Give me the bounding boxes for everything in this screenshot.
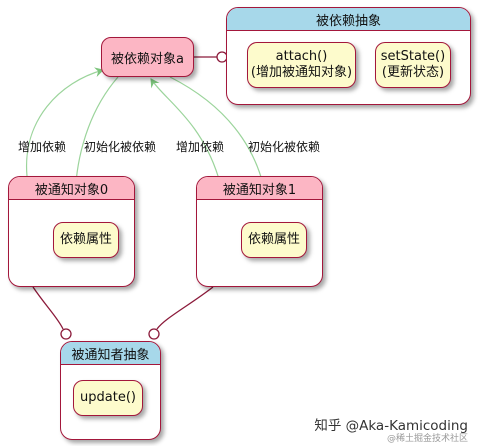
setstate-name: setState()	[380, 49, 446, 64]
edge-label-init-dep-left: 初始化被依赖	[84, 140, 157, 154]
edge-add-dep-left	[25, 67, 104, 177]
edge-label-init-dep-right: 初始化被依赖	[248, 140, 321, 154]
edge-notif1-to-notifier	[156, 286, 214, 330]
notified-0-dependency: 依赖属性	[53, 222, 119, 258]
update-method: update()	[73, 380, 143, 416]
notified-1-title: 被通知对象1	[197, 177, 322, 200]
state-dependent-a: 被依赖对象a	[101, 37, 194, 77]
edge-add-dep-right	[150, 78, 219, 177]
setstate-method: setState() (更新状态)	[375, 42, 451, 88]
notifier-abstract-title: 被通知者抽象	[61, 342, 160, 365]
update-method-label: update()	[80, 390, 136, 405]
state-dependent-a-label: 被依赖对象a	[111, 51, 184, 67]
notified-0-dependency-label: 依赖属性	[59, 232, 112, 247]
notified-1-dependency: 依赖属性	[241, 222, 307, 258]
interface-circle-notifier-right	[148, 328, 160, 340]
interface-circle-notifier-left	[60, 328, 72, 340]
watermark-zhihu: 知乎 @Aka-Kamicoding	[314, 418, 468, 434]
attach-name: attach()	[275, 49, 328, 64]
state-notifier-abstract: 被通知者抽象 update()	[60, 341, 161, 440]
edge-label-add-dep-right: 增加依赖	[176, 140, 225, 154]
state-notified-1: 被通知对象1 依赖属性	[196, 176, 323, 287]
edge-label-add-dep-left: 增加依赖	[18, 140, 67, 154]
dependent-abstract-title: 被依赖抽象	[227, 8, 470, 31]
setstate-desc: (更新状态)	[381, 65, 445, 80]
notified-1-dependency-label: 依赖属性	[247, 232, 300, 247]
state-notified-0: 被通知对象0 依赖属性	[8, 176, 135, 287]
state-dependent-abstract: 被依赖抽象 attach() (增加被通知对象) setState() (更新状…	[226, 7, 471, 105]
attach-desc: (增加被通知对象)	[250, 65, 353, 80]
attach-method: attach() (增加被通知对象)	[247, 42, 356, 88]
watermark-juejin: @稀土掘金技术社区	[386, 434, 468, 444]
edge-notif0-to-notifier	[32, 286, 64, 330]
notified-0-title: 被通知对象0	[9, 177, 134, 200]
